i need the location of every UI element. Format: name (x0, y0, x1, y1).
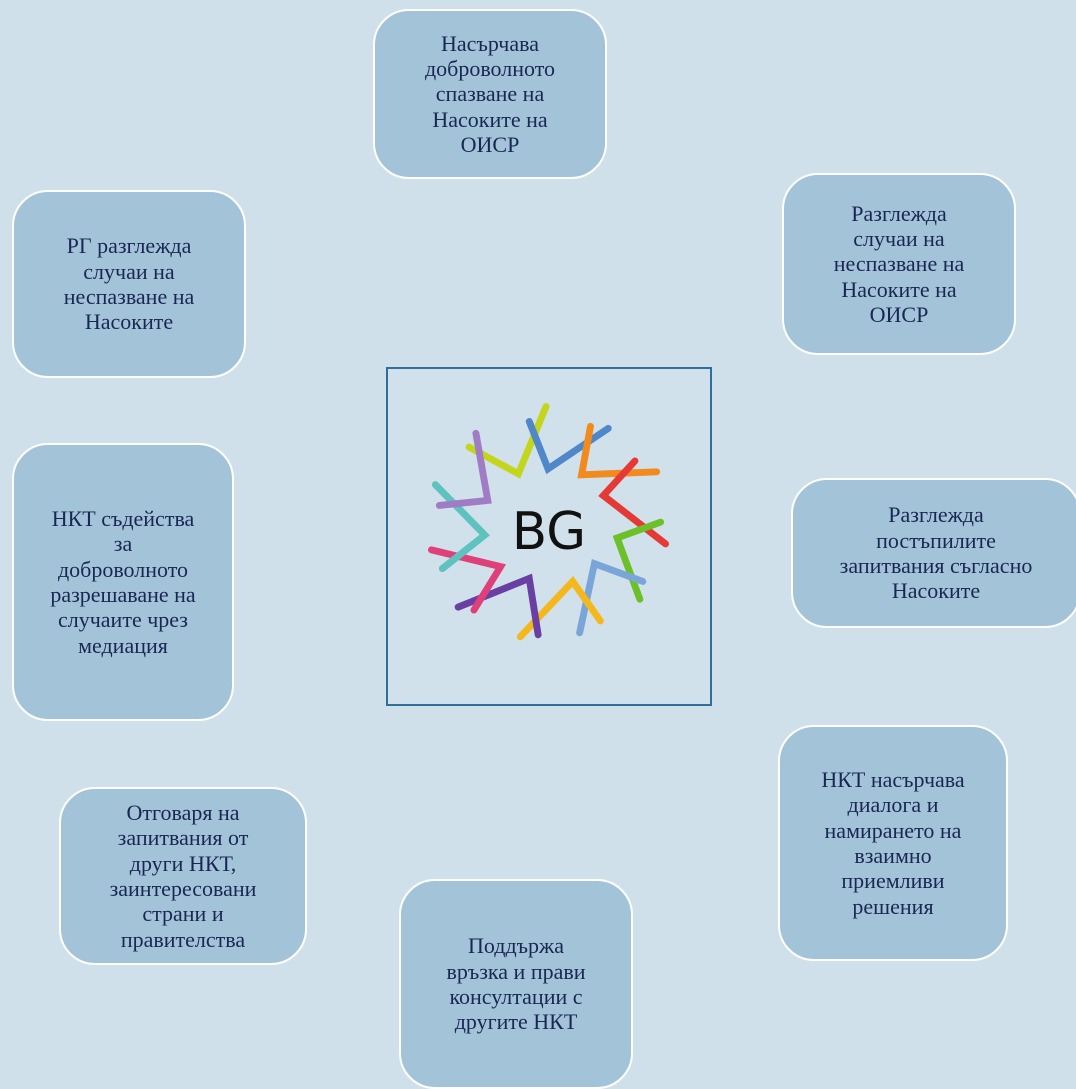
node-top-text: Насърчава доброволното спазване на Насок… (424, 30, 556, 157)
center-logo: BG (386, 367, 712, 706)
node-left-text: НКТ съдейства за доброволното разрешаван… (50, 506, 196, 658)
bg-star-logo-icon: BG (428, 403, 670, 641)
logo-ray-lime (465, 403, 550, 479)
node-bottom-right-text: НКТ насърчава диалога и намирането на вз… (821, 767, 965, 919)
node-right-text: Разглежда постъпилите запитвания съгласн… (839, 502, 1033, 604)
node-right: Разглежда постъпилите запитвания съгласн… (791, 478, 1076, 628)
node-top: Насърчава доброволното спазване на Насок… (373, 9, 607, 179)
logo-ray-lightblue (576, 559, 647, 637)
node-top-right: Разглежда случаи на неспазване на Насоки… (782, 173, 1016, 355)
node-left: НКТ съдейства за доброволното разрешаван… (12, 443, 234, 721)
logo-ray-orange (577, 422, 661, 479)
node-top-left-text: РГ разглежда случаи на неспазване на Нас… (63, 233, 195, 335)
logo-ray-blue (525, 417, 612, 475)
node-bottom-text: Поддържа връзка и прави консултации с др… (446, 933, 586, 1035)
node-top-left: РГ разглежда случаи на неспазване на Нас… (12, 190, 246, 378)
node-top-right-text: Разглежда случаи на неспазване на Насоки… (833, 200, 965, 327)
node-bottom-right: НКТ насърчава диалога и намирането на вз… (778, 725, 1008, 961)
logo-bg-text: BG (512, 502, 586, 562)
node-bottom: Поддържа връзка и прави консултации с др… (399, 879, 633, 1089)
node-bottom-left: Отговаря на запитвания от други НКТ, заи… (59, 787, 307, 965)
node-bottom-left-text: Отговаря на запитвания от други НКТ, заи… (109, 800, 257, 952)
logo-ray-violet (435, 429, 492, 509)
